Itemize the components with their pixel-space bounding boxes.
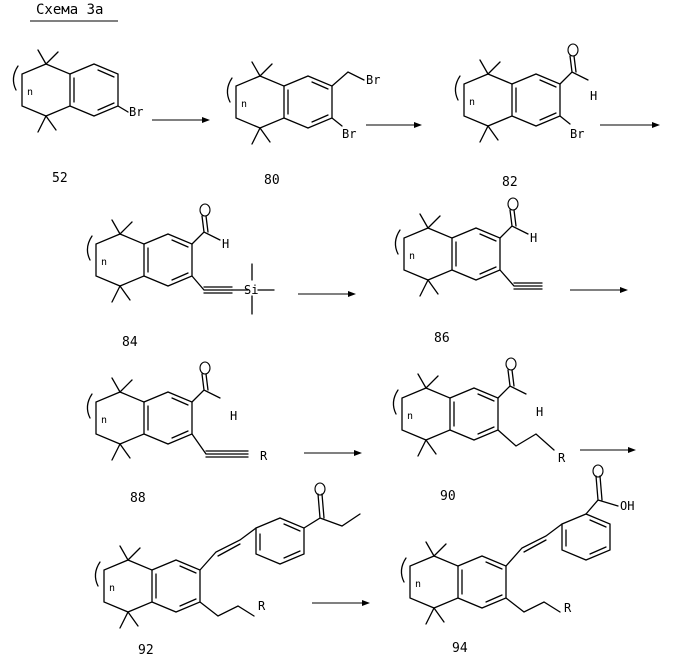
compound-id-92: 92	[138, 643, 154, 658]
ring-index-label: n	[109, 583, 115, 594]
bromine-label: Br	[366, 73, 380, 87]
arrow-82-84	[600, 122, 660, 128]
ring-index-label: n	[415, 579, 421, 590]
bromine-label: Br	[342, 127, 356, 141]
compound-88: n H R	[87, 362, 268, 463]
bromine-label: Br	[570, 127, 584, 141]
arrow-84-86	[298, 291, 356, 297]
compound-id-86: 86	[434, 331, 450, 346]
ring-index-label: n	[469, 97, 475, 108]
compound-86: n H	[395, 198, 542, 296]
ring-index-label: n	[409, 251, 415, 262]
arrow-52-80	[152, 117, 210, 123]
compound-52: n Br	[13, 50, 143, 132]
compound-id-80: 80	[264, 173, 280, 188]
arrow-86-88	[570, 287, 628, 293]
ring-index-label: n	[101, 257, 107, 268]
compound-94: n OH R	[401, 465, 634, 624]
compound-84: n H Si	[87, 204, 274, 314]
ring-index-label: n	[407, 411, 413, 422]
compound-82: n H Br	[455, 44, 597, 142]
hydrogen-label: H	[222, 237, 229, 251]
compound-id-82: 82	[502, 175, 518, 190]
scheme-title-text: Схема 3а	[36, 2, 103, 18]
ring-index-label: n	[241, 99, 247, 110]
compound-80: n Br Br	[227, 62, 380, 144]
compound-id-94: 94	[452, 641, 468, 656]
arrow-92-94	[312, 600, 370, 606]
arrow-88-90	[304, 450, 362, 456]
silicon-label: Si	[244, 283, 258, 297]
r-group-label: R	[558, 451, 566, 465]
bromine-label: Br	[129, 105, 143, 119]
compound-id-84: 84	[122, 335, 138, 350]
hydrogen-label: H	[530, 231, 537, 245]
arrow-90-92	[580, 447, 636, 453]
hydrogen-label: H	[230, 409, 237, 423]
hydrogen-label: H	[536, 405, 543, 419]
compound-id-88: 88	[130, 491, 146, 506]
ring-index-label: n	[101, 415, 107, 426]
r-group-label: R	[564, 601, 572, 615]
hydroxyl-label: OH	[620, 499, 634, 513]
arrow-80-82	[366, 122, 422, 128]
r-group-label: R	[258, 599, 266, 613]
compound-id-90: 90	[440, 489, 456, 504]
scheme-title: Схема 3а	[30, 2, 118, 21]
compound-id-52: 52	[52, 171, 68, 186]
ring-index-label: n	[27, 87, 33, 98]
hydrogen-label: H	[590, 89, 597, 103]
r-group-label: R	[260, 449, 268, 463]
compound-90: n H R	[393, 358, 566, 465]
